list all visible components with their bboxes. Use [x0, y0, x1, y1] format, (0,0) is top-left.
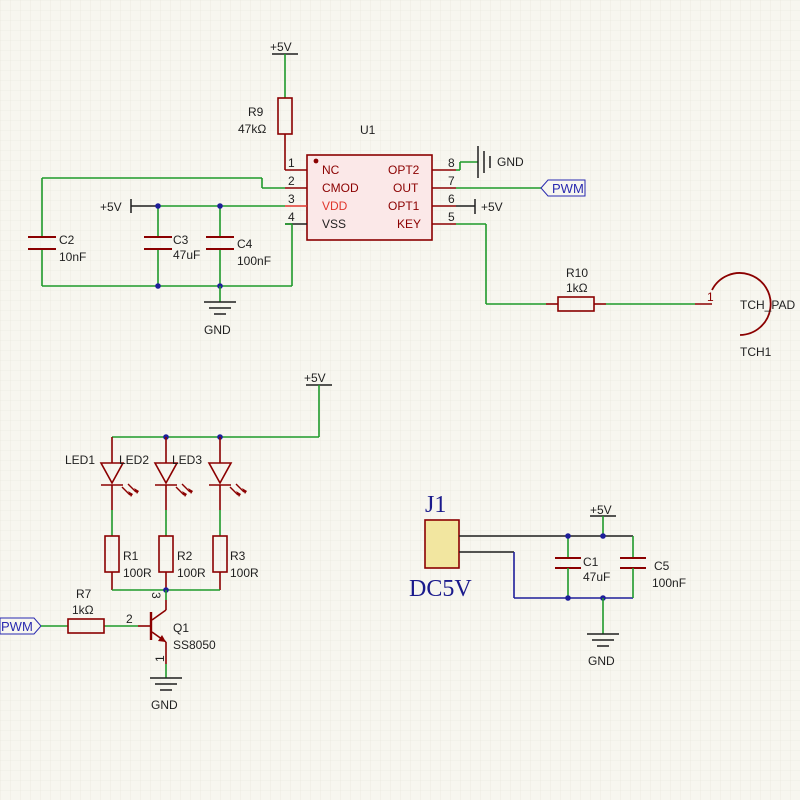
capacitor-c4[interactable]: C4 100nF — [206, 236, 271, 268]
resistor-r7[interactable]: R7 1kΩ — [67, 587, 105, 634]
capacitor-c5[interactable]: C5 100nF — [620, 536, 686, 598]
u1-pin6-num: 6 — [448, 192, 455, 206]
vcc-opt1-port: +5V — [456, 199, 503, 214]
u1-pin2-num: 2 — [288, 174, 295, 188]
resistor-r2[interactable]: R2 100R — [158, 535, 206, 590]
vcc-r9-port: +5V — [270, 40, 298, 98]
pwm-in-net[interactable]: PWM — [0, 617, 138, 635]
u1-pin2-name: CMOD — [322, 181, 359, 195]
led-1[interactable]: LED1 — [65, 437, 139, 510]
c3-ref: C3 — [173, 233, 189, 247]
q1-collector-pin: 3 — [149, 592, 163, 599]
led-driver-section: +5V LED1 LED2 — [0, 371, 332, 712]
vcc-power-label: +5V — [590, 503, 612, 517]
ic-u1[interactable]: U1 1 2 3 4 NC CMOD VDD VSS 8 7 6 5 OPT2 — [285, 123, 456, 241]
q1-base-pin: 2 — [126, 612, 133, 626]
transistor-q1[interactable]: 2 3 1 Q1 SS8050 — [126, 592, 216, 664]
connector-j1[interactable]: J1 DC5V — [409, 492, 472, 602]
u1-pin8-name: OPT2 — [388, 163, 420, 177]
vcc-opt1-label: +5V — [481, 200, 503, 214]
capacitor-c1[interactable]: C1 47uF — [555, 536, 610, 598]
r9-ref: R9 — [248, 105, 264, 119]
u1-pin5-num: 5 — [448, 210, 455, 224]
r3-ref: R3 — [230, 549, 246, 563]
gnd-q1: GND — [150, 664, 182, 712]
u1-ref: U1 — [360, 123, 376, 137]
u1-pin3-name: VDD — [322, 199, 348, 213]
key-net — [456, 223, 712, 305]
tch1-pin: 1 — [707, 290, 714, 304]
c1-value: 47uF — [583, 570, 610, 584]
led-3[interactable]: LED3 — [172, 437, 247, 510]
pwm-out-label: PWM — [552, 181, 584, 196]
resistor-r3[interactable]: R3 100R — [212, 535, 259, 590]
power-input-section: J1 DC5V +5V C1 47uF C5 10 — [409, 492, 686, 668]
q1-emitter-pin: 1 — [153, 655, 167, 662]
j1-ref: J1 — [425, 492, 446, 518]
vdd-net: +5V — [100, 199, 285, 289]
c3-value: 47uF — [173, 248, 200, 262]
r3-value: 100R — [230, 566, 259, 580]
gnd-caps: GND — [204, 286, 236, 337]
gnd-opt2-label: GND — [497, 155, 524, 169]
u1-pin7-name: OUT — [393, 181, 419, 195]
u1-pin7-num: 7 — [448, 174, 455, 188]
tch1-ref: TCH1 — [740, 345, 772, 359]
u1-pin4-name: VSS — [322, 217, 346, 231]
c4-value: 100nF — [237, 254, 271, 268]
vcc-power-port: +5V — [590, 503, 616, 536]
q1-value: SS8050 — [173, 638, 216, 652]
vcc-vdd-label: +5V — [100, 200, 122, 214]
gnd-caps-label: GND — [204, 323, 231, 337]
led-2[interactable]: LED2 — [119, 437, 193, 510]
resistor-r9[interactable]: R9 47kΩ — [238, 97, 293, 136]
gnd-q1-label: GND — [151, 698, 178, 712]
r10-ref: R10 — [566, 266, 588, 280]
resistor-r1[interactable]: R1 100R — [104, 535, 152, 590]
c5-ref: C5 — [654, 559, 670, 573]
gnd-power-label: GND — [588, 654, 615, 668]
pwm-in-label: PWM — [1, 619, 33, 634]
r7-ref: R7 — [76, 587, 92, 601]
c2-value: 10nF — [59, 250, 86, 264]
u1-pin4-num: 4 — [288, 210, 295, 224]
pwm-out-net[interactable]: PWM — [456, 179, 586, 197]
tch1-pad-name: TCH_PAD — [740, 298, 795, 312]
gnd-opt2: GND — [456, 146, 524, 178]
resistor-r10[interactable]: R10 1kΩ — [557, 266, 595, 312]
u1-pin5-name: KEY — [397, 217, 421, 231]
r10-value: 1kΩ — [566, 281, 588, 295]
r7-value: 1kΩ — [72, 603, 94, 617]
c5-value: 100nF — [652, 576, 686, 590]
r2-ref: R2 — [177, 549, 193, 563]
c2-ref: C2 — [59, 233, 75, 247]
r1-value: 100R — [123, 566, 152, 580]
gnd-power: GND — [587, 598, 619, 668]
cmod-net — [41, 177, 293, 287]
capacitor-c3[interactable]: C3 47uF — [144, 233, 200, 262]
u1-pin3-num: 3 — [288, 192, 295, 206]
u1-pin6-name: OPT1 — [388, 199, 420, 213]
led2-ref: LED2 — [119, 453, 149, 467]
q1-ref: Q1 — [173, 621, 189, 635]
capacitor-c2[interactable]: C2 10nF — [28, 233, 86, 264]
led3-ref: LED3 — [172, 453, 202, 467]
touch-pad-tch1[interactable]: 1 TCH_PAD TCH1 — [707, 272, 795, 359]
vcc-label: +5V — [270, 40, 292, 54]
u1-pin1-name: NC — [322, 163, 340, 177]
vcc-led-label: +5V — [304, 371, 326, 385]
c4-ref: C4 — [237, 237, 253, 251]
c1-ref: C1 — [583, 555, 599, 569]
r9-value: 47kΩ — [238, 122, 266, 136]
j1-value: DC5V — [409, 576, 472, 602]
touch-ic-section: +5V R9 47kΩ U1 1 2 3 4 NC CMOD VDD VSS — [28, 40, 795, 359]
u1-pin8-num: 8 — [448, 156, 455, 170]
r2-value: 100R — [177, 566, 206, 580]
led1-ref: LED1 — [65, 453, 95, 467]
u1-pin1-num: 1 — [288, 156, 295, 170]
vcc-led-port: +5V — [304, 371, 332, 437]
r1-ref: R1 — [123, 549, 139, 563]
